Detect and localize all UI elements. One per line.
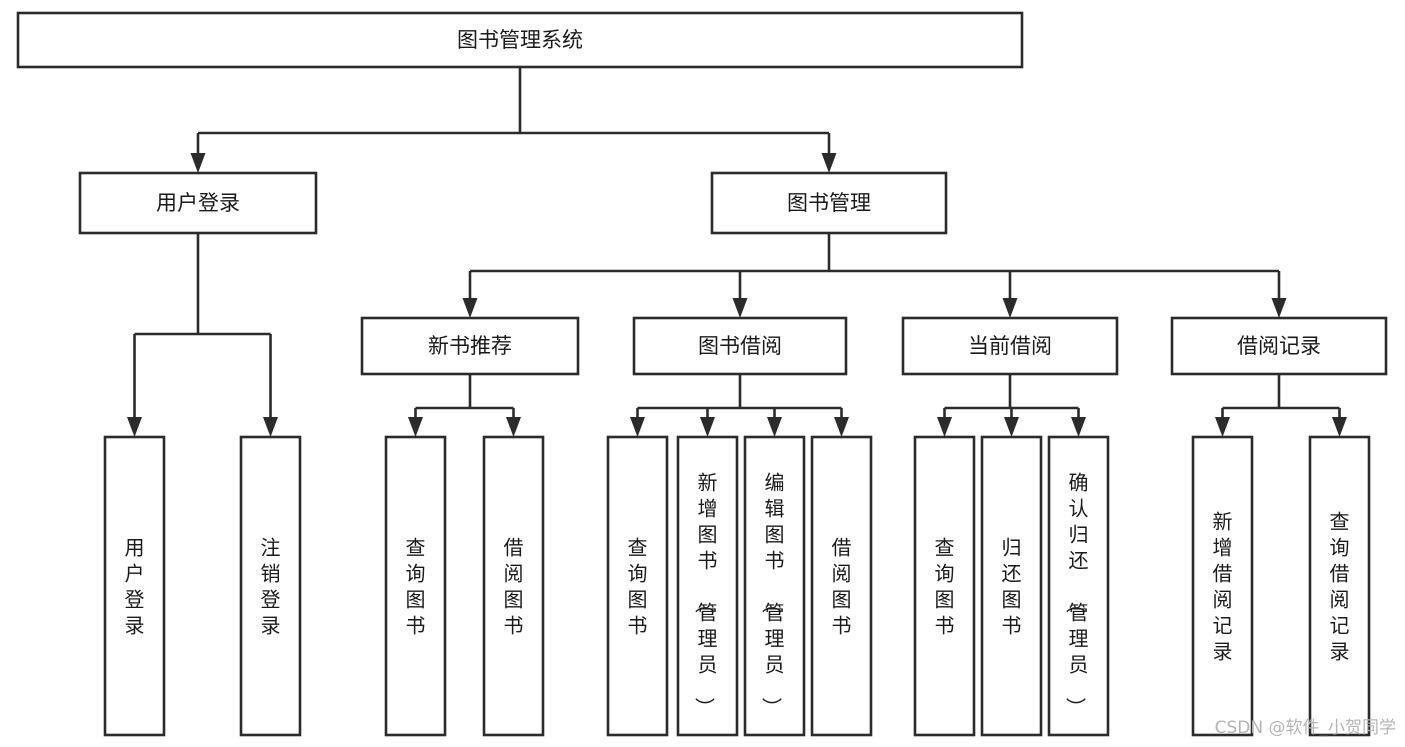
- node-box: [676, 435, 739, 737]
- arrow-head-icon: [127, 417, 142, 437]
- node-label: 新增图书（管理员）: [693, 470, 718, 717]
- node-label: 注销登录: [261, 535, 281, 637]
- node-label: 图书管理: [787, 191, 871, 215]
- arrow-head-icon: [1004, 417, 1019, 437]
- node-label: 借阅图书: [832, 535, 852, 637]
- arrow-head-icon: [1002, 298, 1018, 318]
- node-borrow-record[interactable]: 借阅记录: [1170, 316, 1388, 376]
- arrow-head-icon: [1071, 417, 1086, 437]
- node-box: [632, 316, 848, 376]
- node-box: [980, 435, 1043, 737]
- node-label: 查询图书: [406, 535, 426, 637]
- node-leaf-add-book[interactable]: 新增图书（管理员）: [676, 435, 739, 737]
- node-box: [78, 171, 318, 235]
- node-label: 查询图书: [935, 535, 955, 637]
- arrow-head-icon: [1332, 417, 1347, 437]
- node-root[interactable]: 图书管理系统: [16, 11, 1024, 69]
- arrow-head-icon: [1271, 298, 1287, 318]
- node-leaf-query-book-cur[interactable]: 查询图书: [913, 435, 976, 737]
- node-current-borrow[interactable]: 当前借阅: [901, 316, 1119, 376]
- node-user-login[interactable]: 用户登录: [78, 171, 318, 235]
- node-box: [103, 435, 166, 737]
- node-layer: 图书管理系统用户登录图书管理新书推荐图书借阅当前借阅借阅记录用户登录注销登录查询…: [16, 11, 1388, 737]
- node-leaf-confirm-return[interactable]: 确认归还（管理员）: [1047, 435, 1110, 737]
- node-leaf-return-book[interactable]: 归还图书: [980, 435, 1043, 737]
- node-box: [1191, 435, 1254, 737]
- node-label: 查询借阅记录: [1330, 509, 1350, 663]
- node-leaf-add-record[interactable]: 新增借阅记录: [1191, 435, 1254, 737]
- node-leaf-user-login[interactable]: 用户登录: [103, 435, 166, 737]
- node-box: [810, 435, 873, 737]
- arrow-head-icon: [767, 417, 782, 437]
- arrow-head-icon: [506, 417, 521, 437]
- arrow-head-icon: [263, 417, 278, 437]
- node-leaf-borrow-book-rec[interactable]: 借阅图书: [482, 435, 545, 737]
- arrow-head-icon: [1215, 417, 1230, 437]
- arrow-head-icon: [408, 417, 423, 437]
- node-label: 借阅图书: [504, 535, 524, 637]
- node-label: 用户登录: [156, 191, 240, 215]
- node-box: [239, 435, 302, 737]
- node-box: [16, 11, 1024, 69]
- arrow-head-icon: [630, 417, 645, 437]
- node-label: 新增借阅记录: [1213, 509, 1233, 663]
- edge-layer: [127, 67, 1347, 437]
- node-book-borrow[interactable]: 图书借阅: [632, 316, 848, 376]
- node-label: 归还图书: [1002, 535, 1022, 637]
- arrow-head-icon: [462, 298, 478, 318]
- node-label: 图书借阅: [698, 334, 782, 358]
- node-box: [710, 171, 948, 235]
- node-label: 借阅记录: [1237, 334, 1321, 358]
- node-box: [606, 435, 669, 737]
- node-box: [1047, 435, 1110, 737]
- node-label: 确认归还（管理员）: [1064, 470, 1089, 717]
- node-label: 新书推荐: [428, 334, 512, 358]
- node-leaf-query-book-borrow[interactable]: 查询图书: [606, 435, 669, 737]
- arrow-head-icon: [937, 417, 952, 437]
- node-label: 用户登录: [125, 535, 145, 637]
- node-leaf-logout[interactable]: 注销登录: [239, 435, 302, 737]
- csdn-watermark: CSDN @软件_小贺同学: [1215, 718, 1396, 738]
- node-label: 查询图书: [628, 535, 648, 637]
- node-box: [384, 435, 447, 737]
- node-box: [482, 435, 545, 737]
- node-label: 当前借阅: [968, 334, 1052, 358]
- node-leaf-edit-book[interactable]: 编辑图书（管理员）: [743, 435, 806, 737]
- node-box: [1308, 435, 1371, 737]
- node-leaf-borrow-book[interactable]: 借阅图书: [810, 435, 873, 737]
- node-box: [1170, 316, 1388, 376]
- arrow-head-icon: [732, 298, 748, 318]
- node-leaf-query-record[interactable]: 查询借阅记录: [1308, 435, 1371, 737]
- arrow-head-icon: [821, 153, 837, 173]
- arrow-head-icon: [834, 417, 849, 437]
- node-new-book-rec[interactable]: 新书推荐: [360, 316, 580, 376]
- node-label: 图书管理系统: [457, 28, 583, 52]
- node-box: [360, 316, 580, 376]
- node-label: 编辑图书（管理员）: [760, 470, 785, 717]
- node-box: [743, 435, 806, 737]
- arrow-head-icon: [700, 417, 715, 437]
- node-box: [901, 316, 1119, 376]
- node-book-manage[interactable]: 图书管理: [710, 171, 948, 235]
- node-box: [913, 435, 976, 737]
- node-leaf-query-book-rec[interactable]: 查询图书: [384, 435, 447, 737]
- arrow-head-icon: [190, 153, 206, 173]
